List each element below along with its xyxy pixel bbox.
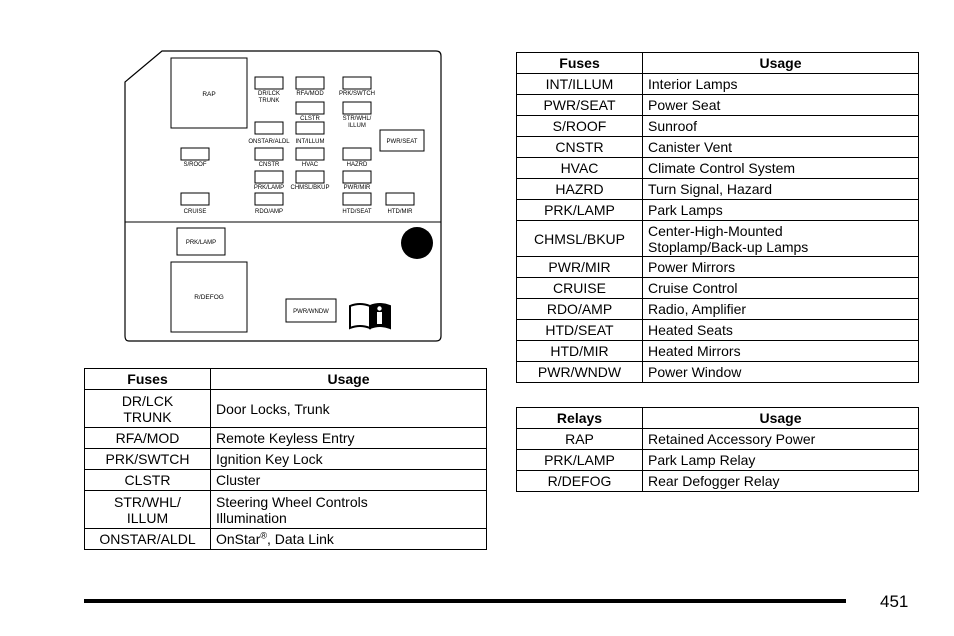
svg-text:STR/WHL/: STR/WHL/ bbox=[343, 116, 372, 122]
svg-text:PWR/MIR: PWR/MIR bbox=[344, 185, 371, 191]
black-circle-marker bbox=[401, 227, 433, 259]
col-header-usage: Usage bbox=[642, 407, 919, 429]
col-header-fuses: Fuses bbox=[84, 368, 211, 390]
fuse-rdo-amp: RDO/AMP bbox=[254, 192, 284, 215]
fuse-s-roof: S/ROOF bbox=[180, 147, 210, 168]
svg-text:PRK/LAMP: PRK/LAMP bbox=[186, 240, 216, 246]
svg-text:ONSTAR/ALDL: ONSTAR/ALDL bbox=[248, 139, 290, 145]
fuse-htd-seat: HTD/SEAT bbox=[342, 192, 372, 215]
svg-text:CLSTR: CLSTR bbox=[300, 116, 320, 122]
footer-rule bbox=[84, 599, 846, 603]
svg-text:CNSTR: CNSTR bbox=[259, 162, 280, 168]
book-info-icon bbox=[349, 303, 391, 330]
fuse-chmsl-bkup: CHMSL/BKUP bbox=[290, 170, 330, 191]
relay-prk-lamp: PRK/LAMP bbox=[176, 227, 226, 256]
fuse-pwr-mir: PWR/MIR bbox=[342, 170, 372, 191]
rap-label: RAP bbox=[202, 91, 215, 98]
svg-text:PRK/LAMP: PRK/LAMP bbox=[254, 185, 284, 191]
fuse-prk-swtch: PRK/SWTCH bbox=[339, 76, 375, 97]
svg-text:RDO/AMP: RDO/AMP bbox=[255, 209, 283, 215]
fuse-int-illum: INT/ILLUM bbox=[295, 121, 325, 145]
svg-text:CHMSL/BKUP: CHMSL/BKUP bbox=[290, 185, 329, 191]
svg-text:PRK/SWTCH: PRK/SWTCH bbox=[339, 91, 375, 97]
fuse-block-outline bbox=[124, 50, 442, 342]
relay-r-defog: R/DEFOG bbox=[170, 261, 248, 333]
table-row: CLSTR Cluster bbox=[84, 469, 487, 491]
fuse-clstr: CLSTR bbox=[295, 101, 325, 122]
fuse-cruise: CRUISE bbox=[180, 192, 210, 215]
col-header-usage: Usage bbox=[642, 52, 919, 74]
svg-text:HTD/MIR: HTD/MIR bbox=[388, 209, 414, 215]
table-row: RFA/MOD Remote Keyless Entry bbox=[84, 427, 487, 449]
svg-text:RFA/MOD: RFA/MOD bbox=[296, 91, 324, 97]
fuse-cnstr: CNSTR bbox=[254, 147, 284, 168]
fuse-pwr-seat: PWR/SEAT bbox=[379, 129, 425, 152]
fuse-rfa-mod: RFA/MOD bbox=[295, 76, 325, 97]
col-header-relays: Relays bbox=[516, 407, 643, 429]
table-row: ONSTAR/ALDL OnStar®, Data Link bbox=[84, 528, 487, 550]
col-header-usage: Usage bbox=[210, 368, 487, 390]
svg-text:TRUNK: TRUNK bbox=[259, 98, 280, 104]
fuse-block-diagram: RAP DR/LCK TRUNK RFA/MOD PRK/SWTCH CLSTR… bbox=[124, 50, 442, 342]
page-number: 451 bbox=[880, 592, 909, 611]
svg-text:HAZRD: HAZRD bbox=[347, 162, 368, 168]
col-header-fuses: Fuses bbox=[516, 52, 643, 74]
svg-text:HTD/SEAT: HTD/SEAT bbox=[342, 209, 372, 215]
relay-pwr-wndw: PWR/WNDW bbox=[285, 298, 337, 323]
table-row: PRK/SWTCH Ignition Key Lock bbox=[84, 448, 487, 470]
svg-text:DR/LCK: DR/LCK bbox=[258, 91, 280, 97]
fuse-onstar-aldl: ONSTAR/ALDL bbox=[248, 121, 290, 145]
svg-text:INT/ILLUM: INT/ILLUM bbox=[295, 139, 324, 145]
relay-rap: RAP bbox=[170, 57, 248, 129]
svg-text:ILLUM: ILLUM bbox=[348, 123, 366, 129]
svg-text:HVAC: HVAC bbox=[302, 162, 319, 168]
fuse-dr-lck-trunk: DR/LCK TRUNK bbox=[254, 76, 284, 104]
svg-text:PWR/SEAT: PWR/SEAT bbox=[387, 139, 418, 145]
fuse-hvac: HVAC bbox=[295, 147, 325, 168]
svg-text:S/ROOF: S/ROOF bbox=[183, 162, 206, 168]
fuse-hazrd: HAZRD bbox=[342, 147, 372, 168]
svg-text:R/DEFOG: R/DEFOG bbox=[194, 294, 224, 301]
fuse-str-whl-illum: STR/WHL/ ILLUM bbox=[342, 101, 372, 129]
svg-text:CRUISE: CRUISE bbox=[184, 209, 207, 215]
fuse-htd-mir: HTD/MIR bbox=[385, 192, 415, 215]
fuse-prk-lamp: PRK/LAMP bbox=[254, 170, 284, 191]
svg-text:PWR/WNDW: PWR/WNDW bbox=[293, 309, 329, 315]
